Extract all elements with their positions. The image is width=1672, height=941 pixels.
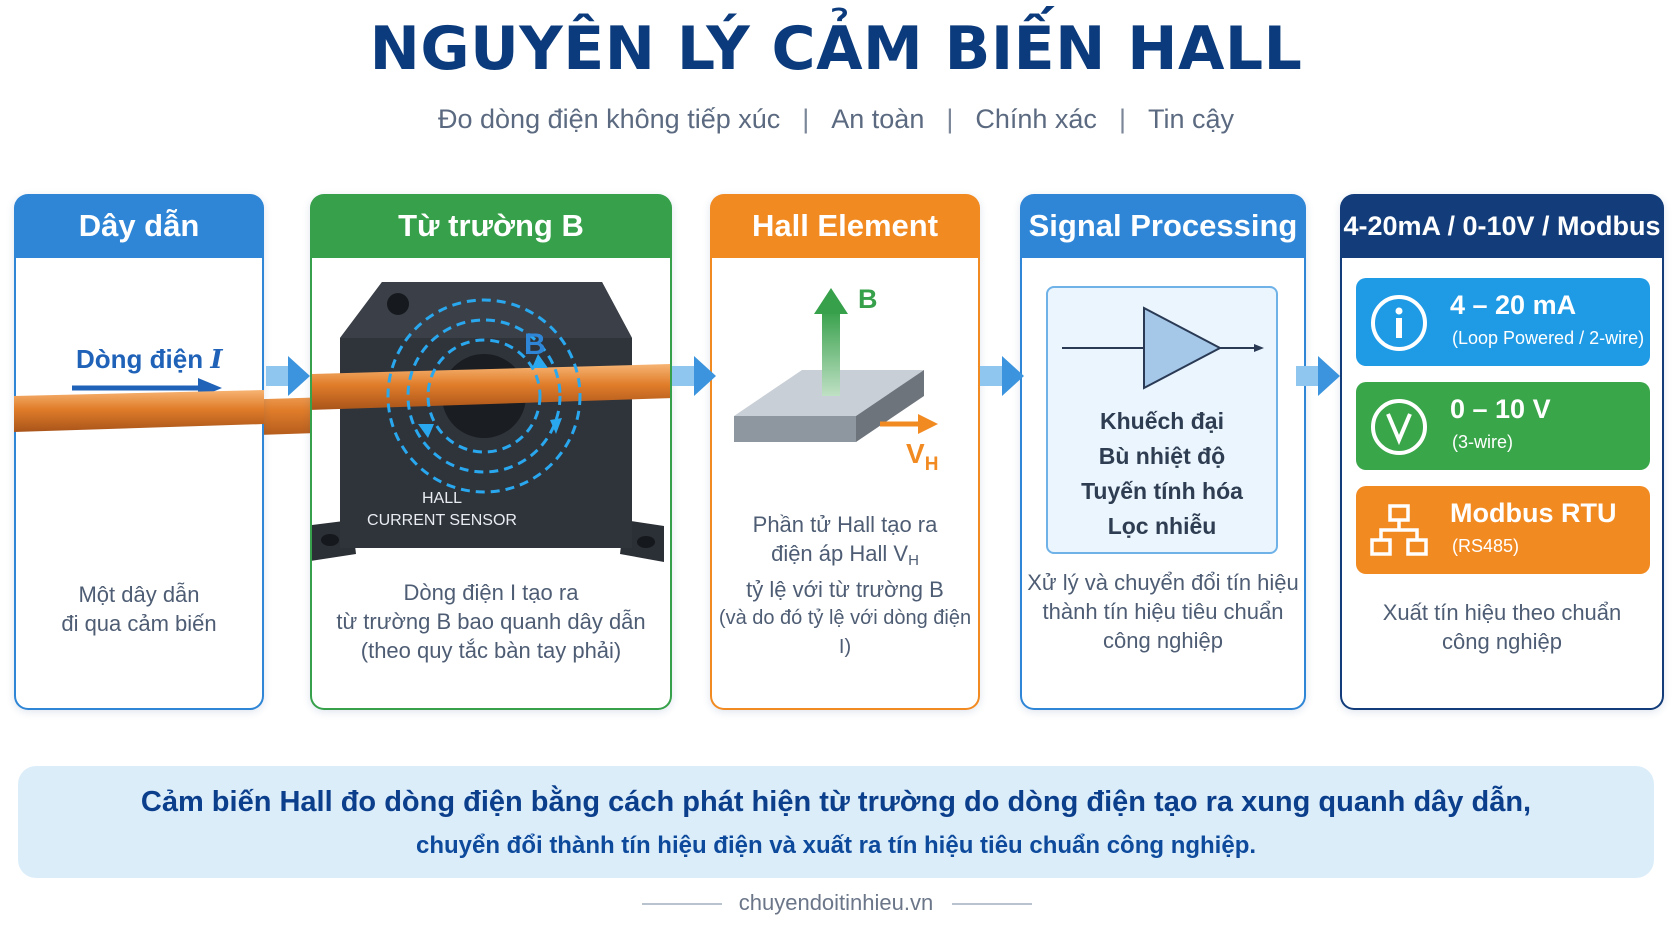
panel-header: Signal Processing — [1028, 208, 1298, 243]
flow-arrow-icon — [672, 356, 716, 396]
hall-voltage-label: VH — [906, 438, 938, 476]
summary-line-1: Cảm biến Hall đo dòng điện bằng cách phá… — [140, 786, 1532, 818]
output-card-0-10v: 0 – 10 V (3-wire) — [1356, 382, 1650, 470]
footer-divider — [952, 903, 1032, 905]
panel-body: B VH Phần tử Hall tạo ra điện áp Hall VH… — [712, 258, 978, 708]
summary-line-2: chuyển đổi thành tín hiệu điện và xuất r… — [415, 832, 1257, 859]
footer: chuyendoitinhieu.vn — [0, 886, 1672, 920]
function-item: Khuếch đại — [1100, 408, 1224, 434]
caption-subscript: H — [908, 552, 919, 569]
panel-header: 4-20mA / 0-10V / Modbus — [1343, 210, 1661, 241]
signal-processing-box: Khuếch đại Bù nhiệt độ Tuyến tính hóa Lọ… — [1046, 286, 1278, 554]
panel-signal-processing: Signal Processing Khuếch đại Bù nhiệt độ… — [1020, 194, 1306, 710]
sensor-text: HALL CURRENT SENSOR — [312, 488, 572, 532]
copper-wire — [14, 390, 264, 432]
panel-header: Từ trường B — [398, 208, 584, 243]
caption-line: Xuất tín hiệu theo chuẩn — [1382, 600, 1622, 625]
field-label: B — [524, 328, 546, 361]
subtitle-part: Đo dòng điện không tiếp xúc — [438, 104, 781, 134]
panel-caption: Phần tử Hall tạo ra điện áp Hall VH tỷ l… — [712, 510, 978, 662]
panel-outputs: 4-20mA / 0-10V / Modbus 4 – 20 mA (Loop … — [1340, 194, 1664, 710]
caption-line: thành tín hiệu tiêu chuẩn — [1042, 599, 1284, 624]
output-note: (3-wire) — [1452, 432, 1513, 452]
panel-caption: Một dây dẫn đi qua cảm biến — [16, 580, 262, 638]
caption-line: công nghiệp — [1442, 629, 1562, 654]
panel-header: Dây dẫn — [78, 208, 200, 243]
function-item: Lọc nhiễu — [1107, 513, 1217, 539]
subtitle-separator: | — [1118, 104, 1126, 134]
panel-body: Khuếch đại Bù nhiệt độ Tuyến tính hóa Lọ… — [1022, 258, 1304, 708]
amplifier-icon — [1062, 306, 1264, 390]
caption-line: (và do đó tỷ lệ với dòng điện I) — [718, 607, 972, 658]
caption-line: công nghiệp — [1103, 628, 1223, 653]
output-card-modbus: Modbus RTU (RS485) — [1356, 486, 1650, 574]
summary-banner: Cảm biến Hall đo dòng điện bằng cách phá… — [18, 766, 1654, 878]
caption-line: từ trường B bao quanh dây dẫn — [336, 609, 646, 634]
output-note: (RS485) — [1452, 536, 1520, 556]
caption-line: Một dây dẫn — [78, 582, 200, 607]
caption-line: điện áp Hall VH — [712, 539, 978, 575]
current-text: Dòng điện — [76, 344, 204, 374]
function-item: Tuyến tính hóa — [1081, 478, 1243, 504]
flow-arrow-icon — [980, 356, 1024, 396]
flow-arrow-icon — [266, 356, 310, 396]
panel-caption: Dòng điện I tạo ra từ trường B bao quanh… — [312, 578, 670, 665]
subtitle-part: Tin cậy — [1147, 104, 1234, 134]
page-title: NGUYÊN LÝ CẢM BIẾN HALL — [369, 14, 1303, 84]
subtitle-separator: | — [946, 104, 954, 134]
footer-website: chuyendoitinhieu.vn — [738, 890, 934, 915]
panel-caption: Xử lý và chuyển đổi tín hiệu thành tín h… — [1022, 568, 1304, 655]
panel-body: B HALL CURRENT SENSOR Dòng điện I tạo ra… — [312, 258, 670, 708]
network-icon — [1370, 504, 1428, 556]
panel-header: Hall Element — [751, 208, 939, 243]
panel-caption: Xuất tín hiệu theo chuẩn công nghiệp — [1342, 598, 1662, 656]
output-label: 0 – 10 V — [1450, 394, 1551, 424]
panel-hall-element: Hall Element B VH Phần tử Hall t — [710, 194, 980, 710]
caption-line: Dòng điện I tạo ra — [403, 580, 579, 605]
sensor-text-line: CURRENT SENSOR — [367, 512, 517, 529]
current-label: Dòng điện I — [76, 344, 223, 375]
subtitle-separator: | — [802, 104, 810, 134]
output-label: Modbus RTU — [1450, 498, 1617, 528]
caption-line: Phần tử Hall tạo ra — [752, 512, 938, 537]
hall-plate-illustration — [734, 288, 938, 442]
sensor-text-line: HALL — [421, 490, 463, 507]
panel-conductor: Dây dẫn Dòng điện I Một dây dẫn đi qua c… — [14, 194, 264, 710]
output-note: (Loop Powered / 2-wire) — [1452, 328, 1645, 348]
caption-line: đi qua cảm biến — [61, 611, 217, 636]
footer-divider — [642, 903, 722, 905]
flow-arrow-icon — [1296, 356, 1340, 396]
hall-sensor-illustration — [312, 282, 670, 562]
subtitle: Đo dòng điện không tiếp xúc | An toàn | Chín… — [0, 104, 1672, 135]
function-item: Bù nhiệt độ — [1098, 443, 1226, 469]
panel-body: Dòng điện I Một dây dẫn đi qua cảm biến — [14, 258, 264, 708]
info-circle-icon — [1371, 295, 1427, 351]
voltage-subscript: H — [924, 454, 939, 475]
voltage-symbol: V — [906, 438, 925, 469]
volt-circle-icon — [1371, 399, 1427, 455]
panel-magnetic-field: Từ trường B — [310, 194, 672, 710]
current-symbol: I — [210, 345, 223, 375]
caption-text: điện áp Hall V — [771, 541, 909, 566]
subtitle-part: Chính xác — [975, 104, 1097, 134]
caption-line: tỷ lệ với từ trường B — [746, 577, 944, 602]
processing-functions: Khuếch đại Bù nhiệt độ Tuyến tính hóa Lọ… — [1048, 404, 1276, 544]
output-card-4-20ma: 4 – 20 mA (Loop Powered / 2-wire) — [1356, 278, 1650, 366]
caption-line: Xử lý và chuyển đổi tín hiệu — [1027, 570, 1299, 595]
subtitle-part: An toàn — [831, 104, 925, 134]
panel-body: 4 – 20 mA (Loop Powered / 2-wire) 0 – 10… — [1342, 258, 1662, 708]
field-label: B — [858, 284, 878, 314]
output-label: 4 – 20 mA — [1450, 290, 1577, 320]
caption-line: (theo quy tắc bàn tay phải) — [360, 638, 622, 663]
